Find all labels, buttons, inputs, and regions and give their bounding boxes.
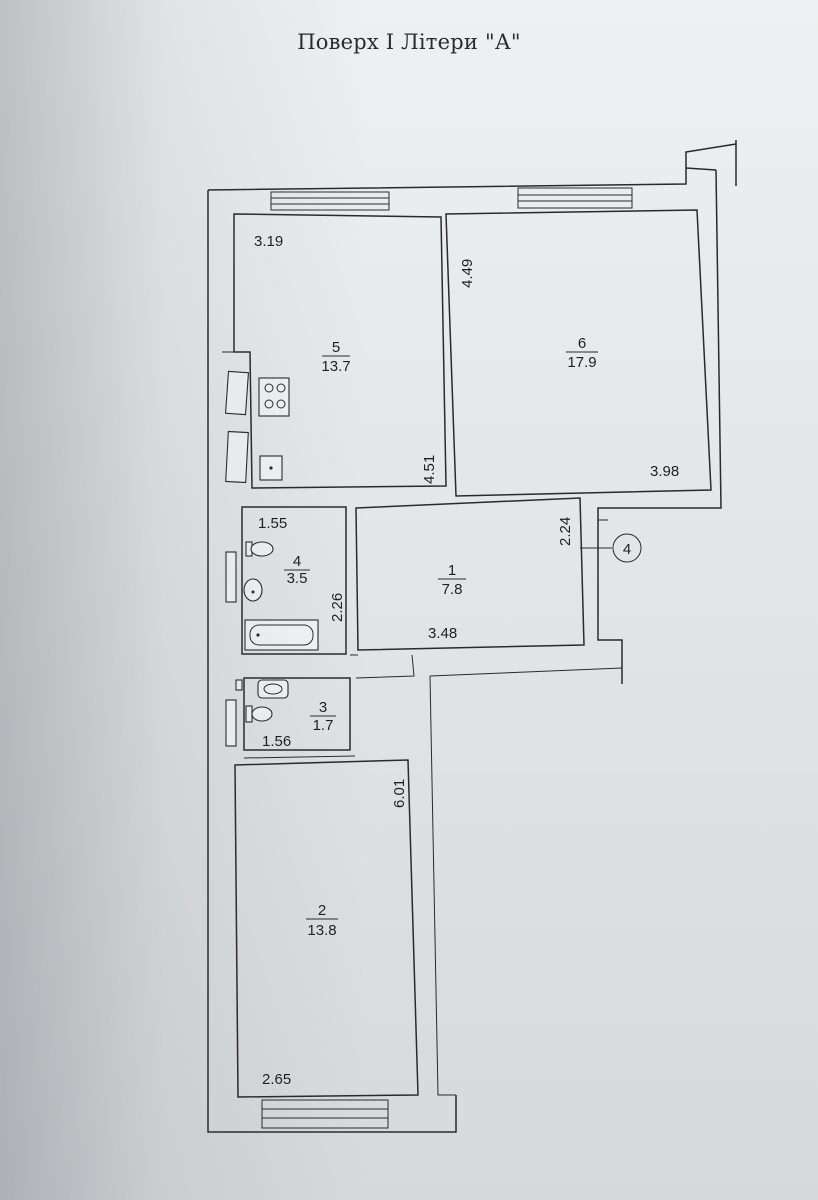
dim-room2-width: 2.65 — [262, 1071, 291, 1088]
bathtub-icon — [244, 619, 319, 651]
room-4-number: 4 — [293, 553, 301, 570]
room-2-outline — [234, 759, 419, 1098]
entrance-marker-label: 4 — [623, 541, 631, 558]
room-label-2: 2 13.8 — [306, 902, 338, 939]
stove-icon — [258, 377, 290, 417]
room-1-number: 1 — [448, 562, 456, 579]
dim-room6-length: 4.49 — [459, 259, 476, 288]
room-3-area: 1.7 — [313, 717, 334, 734]
dim-room4-length: 2.26 — [329, 593, 346, 622]
room-3-number: 3 — [319, 699, 327, 716]
room-label-5: 5 13.7 — [321, 339, 350, 375]
room-6-area: 17.9 — [567, 354, 596, 371]
toilet-icon — [245, 541, 274, 557]
wc-sink-icon — [235, 679, 289, 699]
dim-room2-length: 6.01 — [391, 779, 408, 808]
room-1-area: 7.8 — [442, 581, 463, 598]
room-label-6: 6 17.9 — [566, 335, 598, 371]
dim-room1-depth: 2.24 — [557, 517, 574, 546]
room-4-outline — [241, 506, 347, 655]
window-top-left — [270, 191, 390, 211]
washbasin-icon — [225, 551, 263, 603]
room-6-number: 6 — [578, 335, 586, 352]
room-2-area: 13.8 — [307, 922, 336, 939]
entrance-marker: 4 — [580, 533, 642, 563]
dim-room4-width: 1.55 — [258, 515, 287, 532]
dim-room5-width: 3.19 — [254, 233, 283, 250]
window-top-right — [517, 187, 633, 209]
room-1-outline — [355, 497, 585, 651]
dim-room1-width: 3.48 — [428, 625, 457, 642]
room-5-area: 13.7 — [321, 358, 350, 375]
room-label-3: 3 1.7 — [310, 699, 336, 734]
outer-walls — [207, 140, 737, 1133]
kitchen-counter-icon — [224, 370, 250, 484]
dim-room6-width: 3.98 — [650, 463, 679, 480]
room-5-number: 5 — [332, 339, 340, 356]
room-label-4: 4 3.5 — [284, 553, 310, 587]
dim-room5-length: 4.51 — [421, 455, 438, 484]
window-bottom — [261, 1099, 389, 1129]
room-label-1: 1 7.8 — [438, 562, 466, 598]
room-2-number: 2 — [318, 902, 326, 919]
interior-walls — [222, 351, 623, 1096]
room-3-outline — [243, 677, 351, 751]
dim-room3-width: 1.56 — [262, 733, 291, 750]
kitchen-sink-icon — [259, 455, 283, 481]
wc-toilet-icon — [225, 699, 273, 747]
room-4-area: 3.5 — [287, 570, 308, 587]
room-6-outline — [445, 209, 712, 497]
page-title: Поверх І Літери "А" — [297, 30, 521, 54]
